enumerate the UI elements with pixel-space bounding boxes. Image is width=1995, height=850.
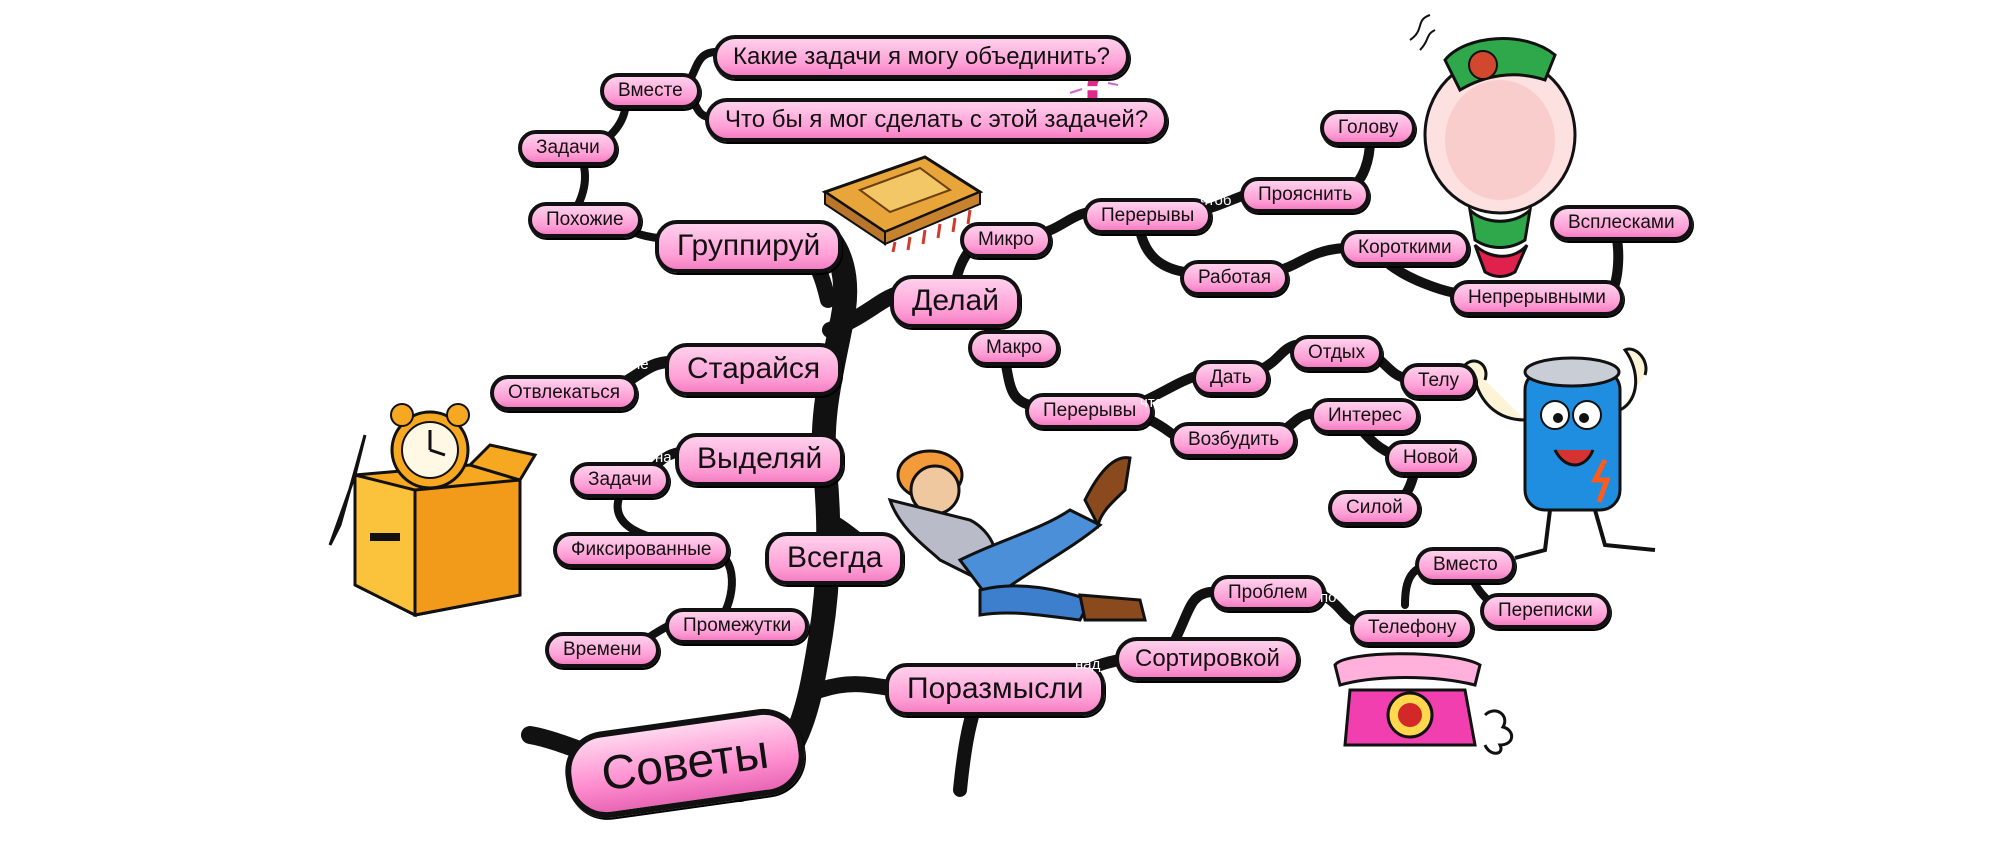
node-phone: Телефону	[1350, 610, 1475, 646]
node-continuous: Непрерывными	[1450, 280, 1624, 316]
node-time: Времени	[545, 632, 660, 668]
node-breaks-2: Перерывы	[1025, 393, 1155, 429]
node-bursts: Всплесками	[1550, 205, 1693, 241]
connector-on: на	[655, 449, 672, 466]
pink-telephone-icon	[1333, 652, 1514, 755]
node-working: Работая	[1180, 260, 1289, 296]
main-node-always: Всегда	[765, 532, 905, 585]
node-intervals: Промежутки	[665, 608, 810, 644]
branch-working-short	[1275, 243, 1350, 275]
node-give: Дать	[1192, 360, 1270, 396]
battery-character-icon	[1463, 347, 1656, 560]
node-distract: Отвлекаться	[490, 375, 639, 411]
connector-not: не	[632, 356, 649, 373]
node-short: Короткими	[1340, 230, 1470, 266]
node-question-2: Что бы я мог сделать с этой задачей?	[705, 98, 1169, 142]
main-node-ponder: Поразмысли	[885, 663, 1106, 716]
node-macro: Макро	[968, 330, 1061, 366]
main-node-highlight: Выделяй	[675, 433, 845, 486]
branch-sort-problems	[1170, 587, 1215, 645]
node-body: Телу	[1400, 363, 1478, 399]
node-excite: Возбудить	[1170, 422, 1298, 458]
main-node-group: Группируй	[655, 220, 843, 273]
branch-breaks-working	[1135, 225, 1190, 277]
branch-ponder	[812, 676, 898, 698]
node-problems: Проблем	[1210, 575, 1326, 611]
main-node-do: Делай	[890, 275, 1021, 328]
node-tasks-group: Задачи	[518, 130, 618, 166]
node-breaks-1: Перерывы	[1083, 198, 1213, 234]
node-force: Силой	[1328, 490, 1421, 526]
node-correspondence: Переписки	[1480, 593, 1611, 629]
connector-so-2: чтоб	[1140, 394, 1172, 411]
head-with-green-hat-icon	[1409, 14, 1577, 278]
node-new: Новой	[1385, 440, 1477, 476]
trunk-branch	[728, 228, 858, 802]
connector-so-1: чтоб	[1200, 192, 1232, 209]
connector-over: над	[1075, 656, 1101, 673]
resting-worker-icon	[887, 449, 1147, 622]
node-tasks-highlight: Задачи	[570, 462, 670, 498]
node-clear: Прояснить	[1240, 177, 1371, 213]
node-head: Голову	[1320, 110, 1417, 146]
node-similar: Похожие	[528, 202, 642, 238]
node-rest: Отдых	[1290, 335, 1384, 371]
node-micro: Микро	[960, 222, 1052, 258]
node-sorting: Сортировкой	[1115, 637, 1300, 681]
connector-by: по	[1320, 589, 1337, 606]
node-interest: Интерес	[1310, 398, 1420, 434]
node-instead: Вместо	[1415, 547, 1516, 583]
branch-macro-breaks	[1000, 355, 1035, 410]
node-together: Вместе	[600, 73, 701, 109]
microchip-icon	[821, 155, 984, 252]
node-question-1: Какие задачи я могу объединить?	[713, 35, 1130, 79]
node-fixed: Фиксированные	[553, 532, 730, 568]
alarm-clock-in-box-icon	[328, 403, 538, 618]
main-node-try: Старайся	[665, 343, 843, 396]
